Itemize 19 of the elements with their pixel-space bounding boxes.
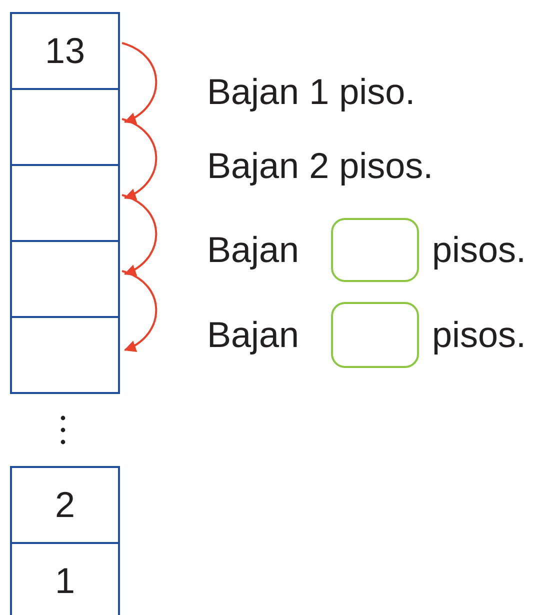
floor-cell (10, 240, 120, 318)
curved-arrow (122, 270, 158, 351)
sentence-text: Bajan 2 pisos. (207, 146, 434, 186)
curved-arrow (122, 194, 158, 275)
sentence-text: pisos. (432, 230, 526, 270)
sentence-text: Bajan (207, 315, 300, 355)
floor-cell (10, 164, 120, 242)
sentence-text: pisos. (432, 315, 526, 355)
sentence-text: Bajan 1 piso. (207, 72, 416, 112)
floor-cell (10, 88, 120, 166)
floor-cell: 1 (10, 542, 120, 615)
floor-cell: 2 (10, 466, 120, 544)
sentence-text: Bajan (207, 230, 300, 270)
curved-arrow (122, 42, 158, 123)
answer-box (331, 302, 419, 368)
curved-arrow (122, 118, 158, 199)
floor-cell (10, 316, 120, 394)
floor-cell: 13 (10, 12, 120, 90)
answer-box (331, 218, 419, 282)
